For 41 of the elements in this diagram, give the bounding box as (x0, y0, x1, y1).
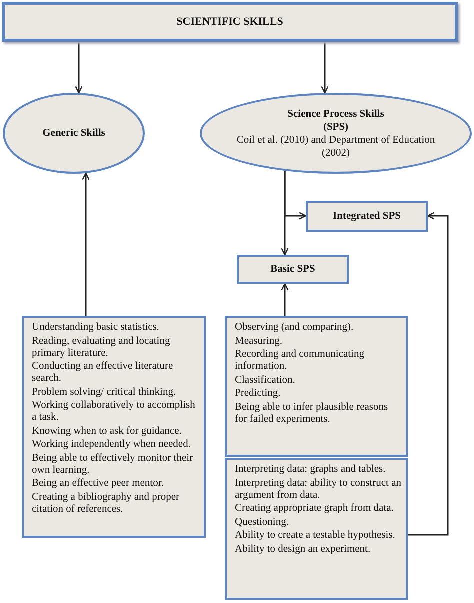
arrow (281, 283, 289, 316)
list-item: Classification. (235, 374, 296, 386)
list-item: Understanding basic statistics. (32, 322, 160, 334)
box-label: Basic SPS (270, 262, 316, 277)
list-item: Measuring. (235, 336, 284, 348)
list-item: Ability to design an experiment. (235, 544, 372, 556)
list-item: Being able to effectively monitor their own learning. (32, 452, 194, 476)
label-box (306, 201, 428, 232)
list-item: Creating a bibliography and proper citation of references. (32, 492, 181, 516)
list-item: Recording and communicating information. (235, 349, 366, 373)
title-text: SCIENTIFIC SKILLS (176, 14, 284, 30)
arrow (408, 212, 449, 536)
list-item: Conducting an effective literature search. (32, 361, 174, 385)
list-item: Being able to infer plausible reasons for failed experiments. (235, 402, 390, 426)
heading-text: Science Process Skills (288, 108, 384, 120)
list-item: Being an effective peer mentor. (32, 478, 165, 490)
heading-text: Generic Skills (42, 127, 106, 140)
list-item: Problem solving/ critical thinking. (32, 386, 178, 398)
list-item: Interpreting data: ability to construct an argument from data. (235, 478, 402, 502)
arrow (75, 42, 83, 94)
list-box (225, 316, 408, 457)
arrow (321, 42, 329, 94)
list-box (225, 458, 408, 600)
arrow (281, 171, 289, 256)
list-item: Working collaboratively to accomplish a task. (32, 400, 196, 424)
list-item: Creating appropriate graph from data. (235, 503, 395, 515)
label-box (237, 255, 349, 284)
list-box (22, 316, 206, 538)
citation-text: Coil et al. (2010) and Department of Education (2002) (236, 134, 436, 160)
list-item: Ability to create a testable hypothesis. (235, 530, 396, 542)
title-box (2, 2, 458, 42)
list-item: Interpreting data: graphs and tables. (235, 464, 387, 476)
list-item: Observing (and comparing). (235, 322, 355, 334)
heading-text: (SPS) (323, 120, 349, 134)
box-label: Integrated SPS (333, 210, 401, 224)
list-item: Working independently when needed. (32, 439, 192, 451)
arrow (82, 172, 90, 316)
list-item: Knowing when to ask for guidance. (32, 426, 183, 438)
list-item: Reading, evaluating and locating primary literature. (32, 336, 172, 360)
list-item: Predicting. (235, 388, 282, 400)
list-item: Questioning. (235, 516, 290, 528)
